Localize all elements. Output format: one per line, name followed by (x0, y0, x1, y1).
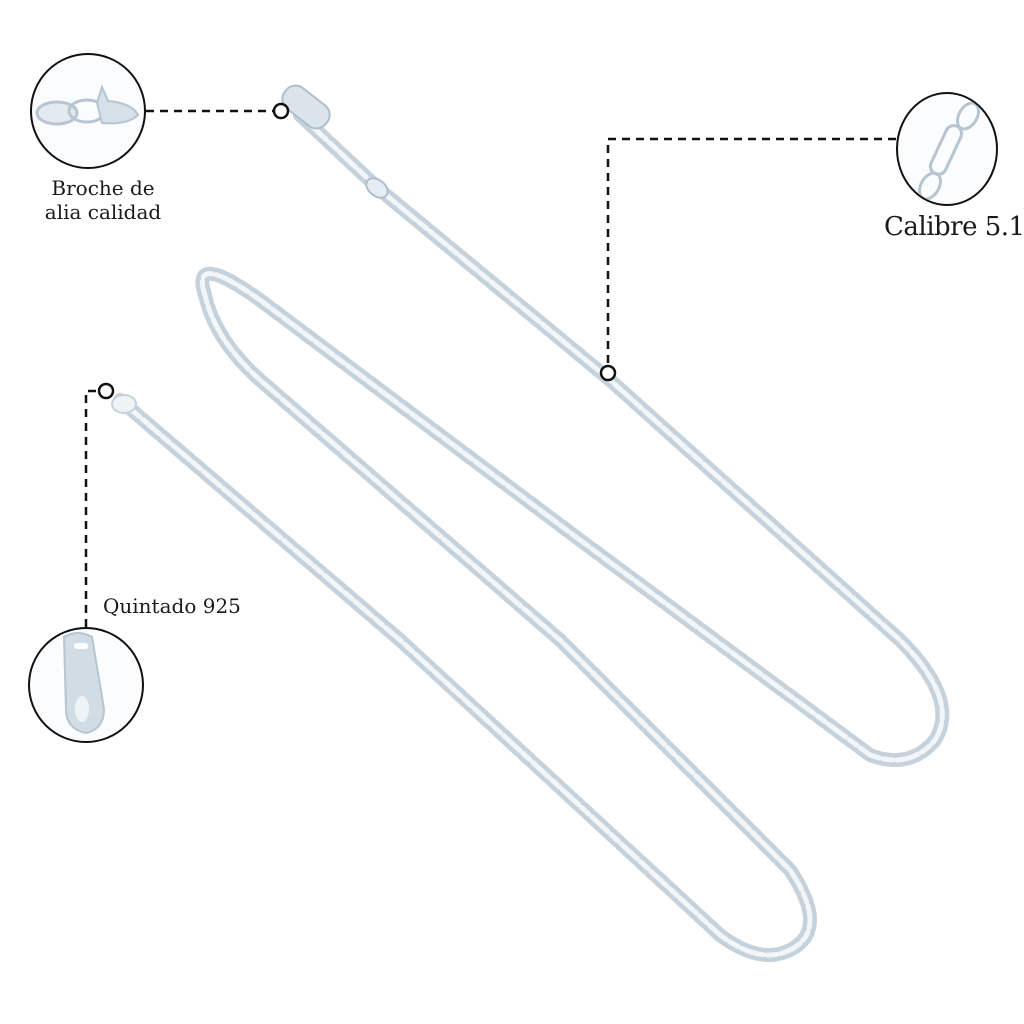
stamp-detail-circle (28, 627, 144, 743)
gauge-callout-dot (599, 364, 617, 382)
clasp-detail-circle (30, 53, 146, 169)
gauge-label: Calibre 5.1 (884, 212, 1024, 242)
clasp-label: Broche de alia calidad (28, 176, 178, 224)
lobster-clasp (281, 84, 389, 199)
clasp-label-line1: Broche de (51, 176, 155, 200)
figaro-link-detail-icon (918, 101, 980, 201)
clasp-label-line2: alia calidad (44, 200, 162, 224)
end-tag (111, 394, 137, 414)
lobster-clasp-detail-icon (35, 84, 140, 126)
stamp-label: Quintado 925 (103, 594, 241, 618)
chain-body (113, 108, 950, 962)
gauge-detail-circle (896, 92, 998, 206)
gauge-callout-line (606, 137, 896, 366)
hallmark-tag-detail-icon (62, 632, 106, 735)
clasp-callout-dot (272, 102, 290, 120)
stamp-callout-dot (97, 382, 115, 400)
stamp-callout-line (84, 389, 99, 627)
callout-lines (84, 102, 896, 627)
